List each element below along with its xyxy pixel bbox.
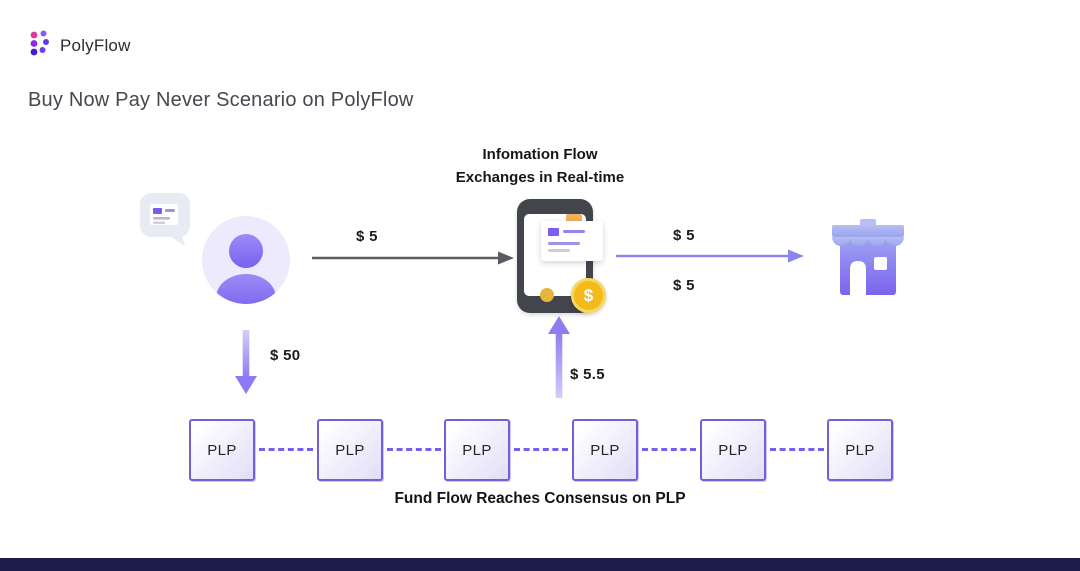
plp-node: PLP bbox=[444, 419, 510, 481]
card-chip-icon bbox=[548, 228, 559, 236]
avatar-body bbox=[216, 274, 276, 304]
user-avatar bbox=[202, 216, 290, 304]
coin-dollar-symbol: $ bbox=[583, 285, 594, 305]
phone-to-store-arrow bbox=[616, 246, 804, 271]
brand: PolyFlow bbox=[28, 29, 131, 62]
phone-home-button-icon bbox=[540, 288, 554, 302]
info-flow-line2: Exchanges in Real-time bbox=[455, 169, 625, 187]
payment-card-icon bbox=[541, 221, 603, 261]
plp-to-phone-arrow bbox=[546, 316, 572, 405]
brand-name: PolyFlow bbox=[60, 35, 131, 55]
user-to-plp-arrow bbox=[233, 330, 259, 401]
plp-node: PLP bbox=[317, 419, 383, 481]
page-title: Buy Now Pay Never Scenario on PolyFlow bbox=[28, 89, 414, 111]
plp-node: PLP bbox=[572, 419, 638, 481]
user-to-phone-arrow bbox=[312, 248, 514, 273]
amount-user-to-phone: $ 5 bbox=[356, 228, 378, 245]
footer-bar bbox=[0, 558, 1080, 571]
plp-caption: Fund Flow Reaches Consensus on PLP bbox=[394, 490, 686, 507]
card-line bbox=[548, 242, 580, 245]
plp-chain-link bbox=[770, 448, 824, 451]
amount-phone-to-store-bottom: $ 5 bbox=[673, 277, 695, 294]
card-line bbox=[548, 249, 570, 252]
plp-node: PLP bbox=[827, 419, 893, 481]
info-flow-line1: Infomation Flow bbox=[482, 146, 598, 163]
plp-chain-link bbox=[387, 448, 441, 451]
polyflow-logo-icon bbox=[28, 29, 51, 62]
card-line bbox=[563, 230, 585, 233]
amount-user-to-plp: $ 50 bbox=[270, 347, 301, 364]
avatar-head bbox=[229, 234, 263, 268]
plp-node: PLP bbox=[189, 419, 255, 481]
amount-phone-to-store-top: $ 5 bbox=[673, 227, 695, 244]
plp-node: PLP bbox=[700, 419, 766, 481]
plp-chain-link bbox=[259, 448, 313, 451]
amount-plp-to-phone: $ 5.5 bbox=[570, 366, 605, 383]
info-flow-label: Infomation Flow Exchanges in Real-time bbox=[400, 143, 680, 190]
store-icon bbox=[822, 219, 914, 304]
speech-bubble-icon bbox=[138, 191, 196, 252]
coin-icon: $ bbox=[571, 278, 606, 313]
plp-chain-link bbox=[514, 448, 568, 451]
plp-chain-link bbox=[642, 448, 696, 451]
